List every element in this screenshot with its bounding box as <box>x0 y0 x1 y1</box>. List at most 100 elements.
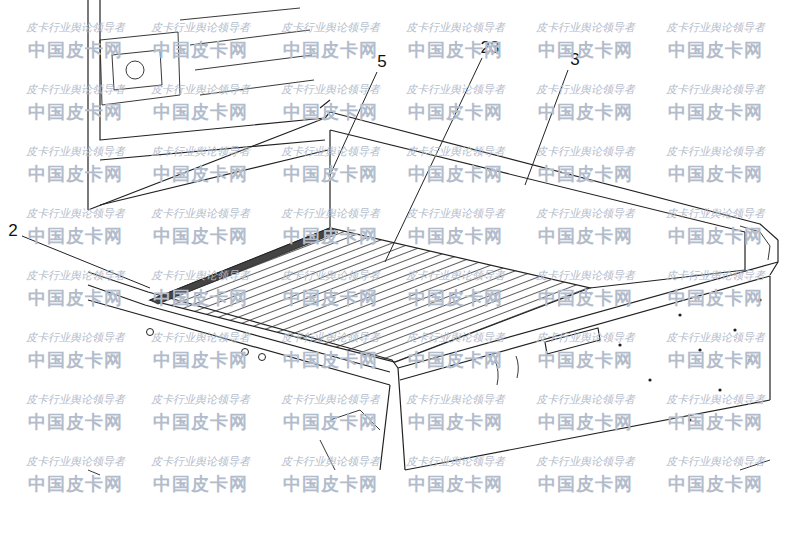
watermark-slogan: 皮卡行业舆论领导者 <box>26 456 125 468</box>
watermark-text: 中国皮卡网 <box>153 412 248 432</box>
watermark-slogan: 皮卡行业舆论领导者 <box>666 208 765 220</box>
watermark-slogan: 皮卡行业舆论领导者 <box>281 84 380 96</box>
watermark-slogan: 皮卡行业舆论领导者 <box>536 146 635 158</box>
watermark-slogan: 皮卡行业舆论领导者 <box>666 456 765 468</box>
watermark-text: 中国皮卡网 <box>153 226 248 246</box>
watermark-text: 中国皮卡网 <box>283 164 378 184</box>
watermark-text: 中国皮卡网 <box>668 412 763 432</box>
watermark-slogan: 皮卡行业舆论领导者 <box>666 332 765 344</box>
watermark-slogan: 皮卡行业舆论领导者 <box>281 208 380 220</box>
watermark-text: 中国皮卡网 <box>668 40 763 60</box>
callout-number: 2 <box>6 222 19 241</box>
watermark-slogan: 皮卡行业舆论领导者 <box>26 208 125 220</box>
watermark-text: 中国皮卡网 <box>283 288 378 308</box>
watermark-text: 中国皮卡网 <box>28 164 123 184</box>
watermark-slogan: 皮卡行业舆论领导者 <box>406 456 505 468</box>
watermark-text: 中国皮卡网 <box>153 102 248 122</box>
watermark-slogan: 皮卡行业舆论领导者 <box>151 332 250 344</box>
watermark-text: 中国皮卡网 <box>668 350 763 370</box>
watermark-text: 中国皮卡网 <box>538 288 633 308</box>
watermark-slogan: 皮卡行业舆论领导者 <box>666 84 765 96</box>
watermark-slogan: 皮卡行业舆论领导者 <box>666 394 765 406</box>
cab-detail <box>126 61 144 79</box>
watermark-text: 中国皮卡网 <box>538 474 633 494</box>
watermark-slogan: 皮卡行业舆论领导者 <box>281 146 380 158</box>
watermark-text: 中国皮卡网 <box>283 102 378 122</box>
watermark-slogan: 皮卡行业舆论领导者 <box>281 394 380 406</box>
watermark-text: 中国皮卡网 <box>408 40 503 60</box>
watermark-slogan: 皮卡行业舆论领导者 <box>536 22 635 34</box>
watermark-slogan: 皮卡行业舆论领导者 <box>151 84 250 96</box>
watermark-text: 中国皮卡网 <box>408 226 503 246</box>
watermark-slogan: 皮卡行业舆论领导者 <box>26 270 125 282</box>
watermark-text: 中国皮卡网 <box>28 102 123 122</box>
watermark-text: 中国皮卡网 <box>668 226 763 246</box>
watermark-text: 中国皮卡网 <box>538 102 633 122</box>
watermark-slogan: 皮卡行业舆论领导者 <box>406 332 505 344</box>
leader-lines <box>22 58 568 288</box>
watermark-text: 中国皮卡网 <box>28 412 123 432</box>
watermark-text: 中国皮卡网 <box>408 412 503 432</box>
watermark-slogan: 皮卡行业舆论领导者 <box>151 394 250 406</box>
watermark-text: 中国皮卡网 <box>408 350 503 370</box>
watermark-text: 中国皮卡网 <box>538 164 633 184</box>
watermark-slogan: 皮卡行业舆论领导者 <box>281 270 380 282</box>
watermark-slogan: 皮卡行业舆论领导者 <box>666 270 765 282</box>
watermark-slogan: 皮卡行业舆论领导者 <box>151 22 250 34</box>
watermark-text: 中国皮卡网 <box>28 40 123 60</box>
watermark-slogan: 皮卡行业舆论领导者 <box>406 22 505 34</box>
watermark-text: 中国皮卡网 <box>408 288 503 308</box>
watermark-slogan: 皮卡行业舆论领导者 <box>406 84 505 96</box>
watermark-text: 中国皮卡网 <box>153 40 248 60</box>
watermark-text: 中国皮卡网 <box>538 350 633 370</box>
watermark-text: 中国皮卡网 <box>28 474 123 494</box>
watermark-text: 中国皮卡网 <box>153 474 248 494</box>
roller-cover <box>150 228 590 362</box>
watermark-text: 中国皮卡网 <box>283 350 378 370</box>
watermark-slogan: 皮卡行业舆论领导者 <box>666 146 765 158</box>
watermark-slogan: 皮卡行业舆论领导者 <box>536 270 635 282</box>
watermark-slogan: 皮卡行业舆论领导者 <box>151 270 250 282</box>
watermark-slogan: 皮卡行业舆论领导者 <box>666 22 765 34</box>
watermark-slogan: 皮卡行业舆论领导者 <box>26 332 125 344</box>
watermark-slogan: 皮卡行业舆论领导者 <box>406 208 505 220</box>
watermark-slogan: 皮卡行业舆论领导者 <box>281 456 380 468</box>
watermark-text: 中国皮卡网 <box>28 288 123 308</box>
watermark-text: 中国皮卡网 <box>408 474 503 494</box>
watermark-slogan: 皮卡行业舆论领导者 <box>536 394 635 406</box>
watermark-text: 中国皮卡网 <box>283 474 378 494</box>
watermark-text: 中国皮卡网 <box>668 474 763 494</box>
watermark-text: 中国皮卡网 <box>538 226 633 246</box>
watermark-slogan: 皮卡行业舆论领导者 <box>536 332 635 344</box>
watermark-text: 中国皮卡网 <box>283 412 378 432</box>
watermark-slogan: 皮卡行业舆论领导者 <box>26 22 125 34</box>
watermark-slogan: 皮卡行业舆论领导者 <box>536 208 635 220</box>
watermark-slogan: 皮卡行业舆论领导者 <box>151 146 250 158</box>
watermark-slogan: 皮卡行业舆论领导者 <box>406 394 505 406</box>
watermark-text: 中国皮卡网 <box>668 288 763 308</box>
watermark-slogan: 皮卡行业舆论领导者 <box>26 394 125 406</box>
watermark-slogan: 皮卡行业舆论领导者 <box>26 146 125 158</box>
front-wall <box>100 100 778 240</box>
watermark-text: 中国皮卡网 <box>408 102 503 122</box>
watermark-slogan: 皮卡行业舆论领导者 <box>151 208 250 220</box>
watermark-slogan: 皮卡行业舆论领导者 <box>151 456 250 468</box>
watermark-text: 中国皮卡网 <box>408 164 503 184</box>
watermark-text: 中国皮卡网 <box>668 102 763 122</box>
watermark-text: 中国皮卡网 <box>538 412 633 432</box>
watermark-slogan: 皮卡行业舆论领导者 <box>26 84 125 96</box>
watermark-text: 中国皮卡网 <box>153 164 248 184</box>
watermark-text: 中国皮卡网 <box>28 226 123 246</box>
watermark-slogan: 皮卡行业舆论领导者 <box>406 270 505 282</box>
watermark-text: 中国皮卡网 <box>283 226 378 246</box>
watermark-text: 中国皮卡网 <box>28 350 123 370</box>
watermark-slogan: 皮卡行业舆论领导者 <box>281 22 380 34</box>
watermark-text: 中国皮卡网 <box>153 350 248 370</box>
watermark-text: 中国皮卡网 <box>283 40 378 60</box>
watermark-text: 中国皮卡网 <box>153 288 248 308</box>
watermark-text: 中国皮卡网 <box>668 164 763 184</box>
watermark-text: 中国皮卡网 <box>538 40 633 60</box>
